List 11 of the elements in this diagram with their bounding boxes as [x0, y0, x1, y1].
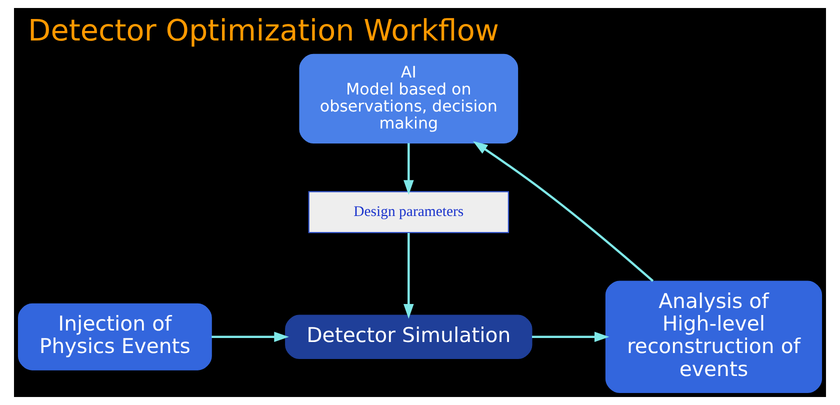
node-box: AI Model based on observations, decision making — [299, 54, 518, 144]
node-box: Design parameters — [308, 191, 510, 234]
node-box: Detector Simulation — [285, 314, 532, 359]
arrow — [403, 143, 414, 195]
arrow — [212, 332, 289, 342]
node-box: Injection of Physics Events — [18, 303, 212, 370]
diagram-title: Detector Optimization Workflow — [28, 14, 499, 48]
node-box: Analysis of High-level reconstruction of events — [605, 280, 822, 394]
arrow — [472, 141, 654, 282]
arrow — [403, 232, 414, 319]
arrow — [532, 332, 610, 342]
